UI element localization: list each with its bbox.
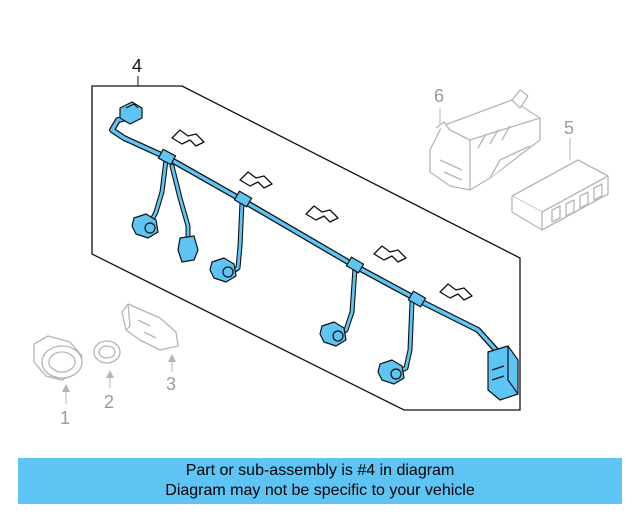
callout-6: 6 (434, 86, 444, 106)
arrow-3 (168, 354, 176, 362)
retainer-clips (171, 129, 473, 301)
callout-1: 1 (60, 408, 70, 428)
harness-connectors (119, 101, 519, 401)
harness-boundary (91, 85, 521, 411)
part-1-sensor (33, 335, 83, 381)
callout-2: 2 (104, 392, 114, 412)
arrow-2 (106, 370, 114, 378)
callout-4: 4 (132, 56, 142, 76)
parts-diagram: 6 5 1 2 3 4 (33, 56, 609, 428)
banner-line-2: Diagram may not be specific to your vehi… (165, 482, 475, 499)
arrow-1 (62, 384, 70, 392)
part-6-bracket (429, 89, 541, 191)
callout-5: 5 (564, 118, 574, 138)
banner-line-1: Part or sub-assembly is #4 in diagram (185, 462, 455, 479)
harness-clips (157, 148, 427, 308)
part-5-module (511, 159, 609, 231)
part-3-bracket (121, 303, 179, 351)
info-banner: Part or sub-assembly is #4 in diagram Di… (18, 458, 622, 504)
part-2-ring (93, 340, 121, 364)
callout-3: 3 (166, 374, 176, 394)
